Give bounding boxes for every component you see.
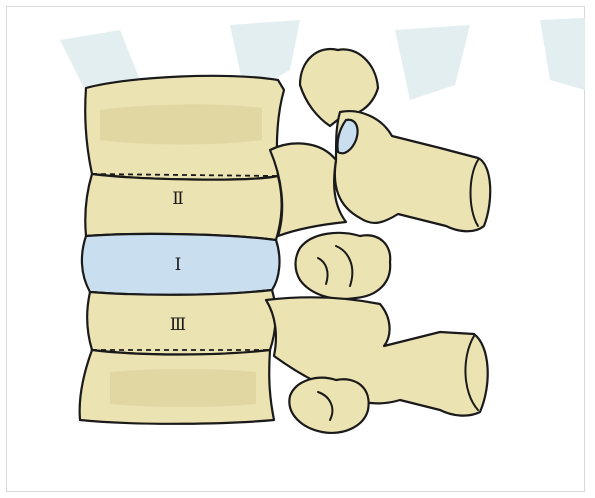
upper-vertebral-body: Ⅱ [85,76,284,240]
zone-label-2: Ⅱ [172,189,184,209]
lower-vertebral-body: Ⅲ [80,290,276,424]
zone-label-1: Ⅰ [175,255,182,275]
lower-posterior-elements [266,297,488,433]
intervertebral-disc: Ⅰ [82,234,280,295]
facet-joint [296,233,391,299]
upper-pedicle [270,143,346,236]
zone-label-3: Ⅲ [170,315,186,335]
